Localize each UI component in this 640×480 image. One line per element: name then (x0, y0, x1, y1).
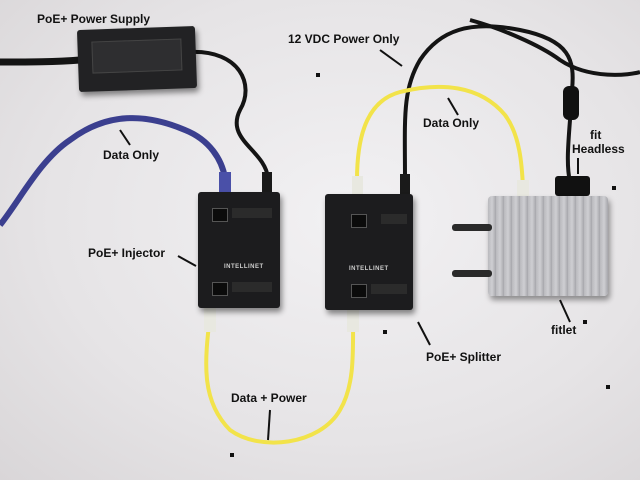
injector-brand-mark: INTELLINET (224, 264, 264, 270)
yellow-data-power-cable (204, 314, 356, 445)
poe-power-supply-device (76, 25, 198, 93)
stray-mark (383, 330, 387, 334)
splitter-poe-in-port (351, 284, 367, 298)
label-12vdc-power-only: 12 VDC Power Only (288, 32, 400, 46)
splitter-data-out-port (351, 214, 367, 228)
blue-rj45-connector (219, 172, 231, 194)
blue-data-cable (0, 115, 228, 227)
pointer-12vdc (379, 49, 403, 67)
stray-mark (612, 186, 616, 190)
supply-spec-sticker (91, 38, 183, 74)
splitter-bottom-sticker (371, 284, 407, 294)
fitlet-antenna-top (452, 224, 492, 231)
splitter-brand-mark: INTELLINET (349, 266, 389, 272)
stray-mark (316, 73, 320, 77)
injector-poe-out-port (212, 282, 228, 296)
yellow-rj45-splitter-bottom (347, 306, 359, 332)
yellow-rj45-injector-bottom (204, 306, 216, 332)
stray-mark (583, 320, 587, 324)
stray-mark (230, 453, 234, 457)
label-fitlet: fitlet (551, 323, 577, 337)
fitlet-antenna-bottom (452, 270, 492, 277)
dc-plug-injector (262, 172, 272, 196)
label-data-only-right: Data Only (423, 116, 480, 130)
injector-bottom-sticker (232, 282, 272, 292)
fitlet-device (488, 196, 608, 296)
poe-injector-device: INTELLINET (198, 192, 280, 308)
ac-power-cord (0, 56, 81, 66)
dc-plug-splitter (400, 174, 410, 198)
pointer-injector (177, 255, 197, 267)
label-headless: Headless (572, 142, 625, 156)
poe-splitter-device: INTELLINET (325, 194, 413, 310)
label-data-power: Data + Power (231, 391, 307, 405)
yellow-data-only-cable (355, 84, 525, 189)
supply-to-injector-cable (189, 49, 270, 179)
label-fit: fit (590, 128, 602, 142)
pointer-fitlet (559, 299, 571, 323)
pointer-data-only-right (447, 97, 459, 116)
pointer-splitter (417, 321, 431, 346)
pointer-data-only-left (119, 129, 131, 146)
label-poe-power-supply: PoE+ Power Supply (37, 12, 151, 26)
stray-mark (606, 385, 610, 389)
yellow-rj45-splitter-top (352, 176, 363, 196)
injector-top-sticker (232, 208, 272, 218)
dc-power-cable-tail (469, 18, 640, 77)
splitter-top-sticker (381, 214, 407, 224)
pointer-data-power (267, 409, 271, 441)
dc-plug-fitlet (555, 176, 590, 196)
label-poe-injector: PoE+ Injector (88, 246, 166, 260)
ferrite-bead (563, 86, 579, 120)
injector-data-in-port (212, 208, 228, 222)
label-data-only-left: Data Only (103, 148, 160, 162)
label-poe-splitter: PoE+ Splitter (426, 350, 502, 364)
